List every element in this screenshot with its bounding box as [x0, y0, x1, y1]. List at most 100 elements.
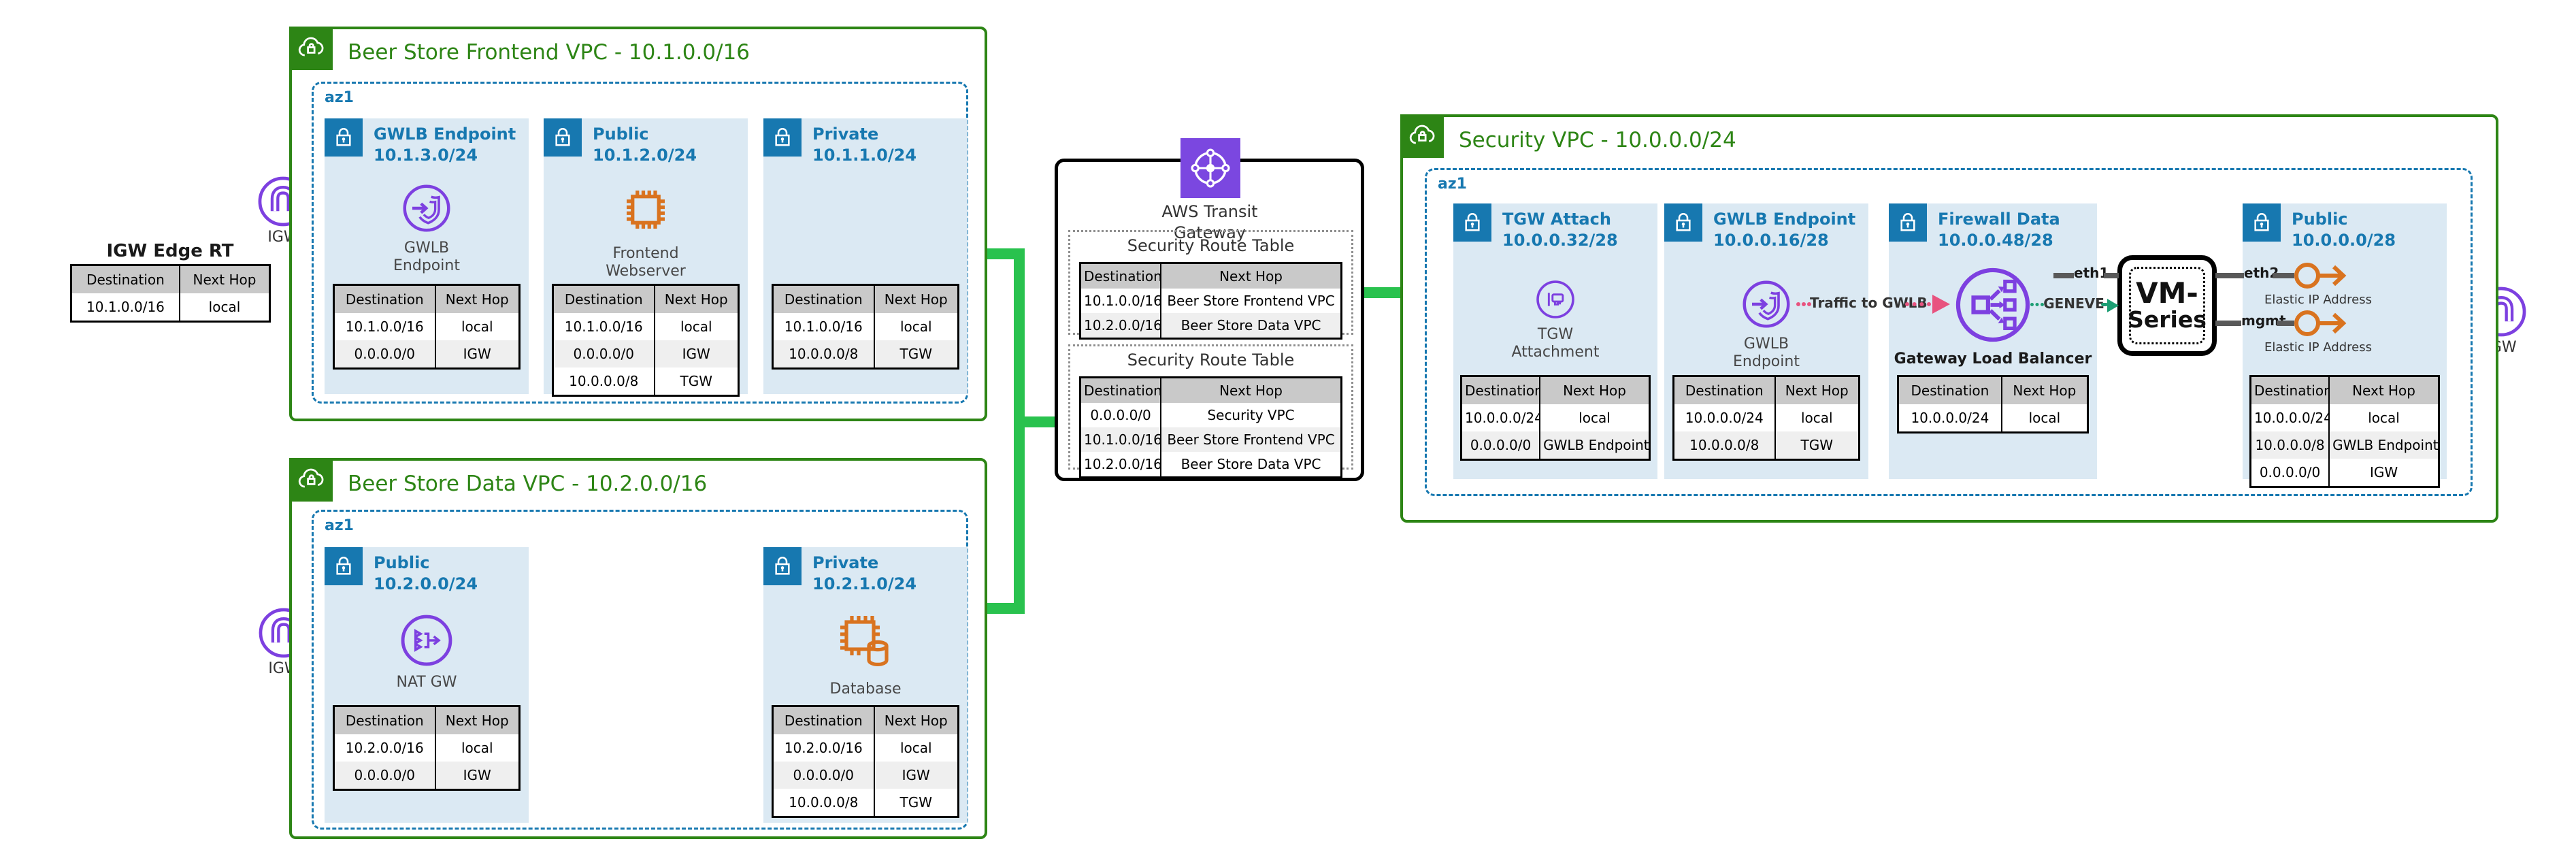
subnet-title: Private 10.2.1.0/24 — [812, 553, 917, 595]
route-col-destination: Destination — [1899, 377, 2002, 404]
route-col-nexthop: Next Hop — [664, 291, 728, 308]
elastic-ip-icon — [2294, 310, 2347, 336]
route-table-header: Destination Next Hop — [72, 266, 269, 293]
route-cell: local — [899, 318, 932, 335]
route-cell: local — [1579, 410, 1611, 426]
route-cell: 10.2.0.0/16 — [335, 734, 436, 762]
route-cell: 10.1.0.0/16 — [554, 313, 655, 340]
lock-icon — [2254, 212, 2269, 231]
data-vpc: Beer Store Data VPC - 10.2.0.0/16 az1 Pu… — [289, 458, 987, 839]
subnet-tgw-attach: TGW Attach 10.0.0.32/28 TGW Attachment D… — [1453, 203, 1657, 479]
subnet-title: GWLB Endpoint 10.1.3.0/24 — [374, 124, 516, 166]
vm-series-line2: Series — [2128, 306, 2207, 333]
route-table-header: Destination Next Hop — [335, 286, 518, 313]
elastic-ip-mgmt — [2292, 306, 2349, 343]
route-cell: 10.1.0.0/16 — [774, 313, 875, 340]
route-col-destination: Destination — [335, 286, 436, 313]
cloud-lock-icon — [298, 37, 324, 56]
route-row: 0.0.0.0/0 IGW — [774, 762, 957, 789]
route-cell: 10.1.0.0/16 — [72, 293, 180, 321]
vpc-cloud-icon — [1400, 114, 1444, 158]
lock-icon — [1676, 212, 1691, 231]
geneve-label: GENEVE — [2043, 295, 2104, 312]
route-table-header: Destination Next Hop — [1899, 377, 2087, 404]
route-cell: local — [461, 318, 493, 335]
connector-trunk — [1014, 248, 1025, 614]
route-cell: local — [1800, 410, 1833, 426]
lock-icon — [775, 556, 790, 575]
elastic-ip-eth2 — [2292, 259, 2349, 295]
subnet-cidr: 10.0.0.48/28 — [1938, 231, 2053, 250]
route-row: 10.0.0.0/24 local — [1674, 404, 1858, 431]
resource-label: Frontend Webserver — [606, 245, 686, 280]
route-col-destination: Destination — [2251, 377, 2330, 404]
route-col-destination: Destination — [554, 286, 655, 313]
subnet-name: Public — [593, 125, 649, 144]
subnet-title: Private 10.1.1.0/24 — [812, 124, 917, 166]
route-cell: 0.0.0.0/0 — [774, 762, 875, 789]
tgw-route-table-section-1: Security Route Table Destination Next Ho… — [1068, 230, 1353, 340]
subnet-lock-icon — [1889, 203, 1927, 242]
mgmt-line-left — [2215, 321, 2241, 326]
route-col-nexthop: Next Hop — [2352, 382, 2415, 399]
route-cell: IGW — [902, 767, 930, 783]
subnet-data-private: Private 10.2.1.0/24 Database Destination… — [763, 547, 968, 823]
route-col-destination: Destination — [335, 707, 436, 734]
nat-gateway-icon — [401, 615, 452, 666]
traffic-to-gwlb-label: Traffic to GWLB — [1810, 295, 1928, 311]
tgw-attachment-icon — [1536, 280, 1574, 318]
resource-nat-gw: NAT GW — [325, 614, 529, 691]
route-cell: 0.0.0.0/0 — [335, 340, 436, 367]
route-col-nexthop: Next Hop — [884, 291, 948, 308]
resource-gwlb-endpoint: GWLB Endpoint — [325, 184, 529, 276]
subnet-frontend-private: Private 10.1.1.0/24 Destination Next Hop… — [763, 118, 968, 394]
route-cell: 10.0.0.0/24 — [1462, 404, 1541, 431]
subnet-cidr: 10.1.2.0/24 — [593, 146, 697, 165]
route-cell: 0.0.0.0/0 — [554, 340, 655, 367]
route-cell: 0.0.0.0/0 — [1462, 431, 1541, 459]
tgw-route-table-title: Security Route Table — [1127, 350, 1295, 370]
subnet-title: Public 10.0.0.0/28 — [2292, 209, 2396, 251]
route-table-header: Destination Next Hop — [774, 286, 957, 313]
subnet-frontend-gwlb-endpoint: GWLB Endpoint 10.1.3.0/24 GWLB Endpoint … — [325, 118, 529, 394]
database-instance-icon — [840, 616, 889, 667]
lock-icon — [775, 127, 790, 146]
route-cell: 0.0.0.0/0 — [2251, 459, 2330, 486]
route-col-nexthop: Next Hop — [193, 272, 257, 288]
vpc-title: Security VPC - 10.0.0.0/24 — [1459, 128, 1736, 152]
route-col-nexthop: Next Hop — [1563, 382, 1626, 399]
route-col-destination: Destination — [774, 707, 875, 734]
tgw-route-table-section-2: Security Route Table Destination Next Ho… — [1068, 344, 1353, 478]
vpc-cloud-icon — [289, 458, 333, 502]
subnet-cidr: 10.0.0.16/28 — [1713, 231, 1829, 250]
route-cell: 10.0.0.0/8 — [2251, 431, 2330, 459]
route-col-nexthop: Next Hop — [445, 713, 509, 729]
route-col-destination: Destination — [1081, 378, 1162, 403]
subnet-name: GWLB Endpoint — [1713, 210, 1856, 229]
route-cell: IGW — [2369, 464, 2398, 480]
route-cell: TGW — [899, 346, 933, 362]
route-cell: 10.2.0.0/16 — [774, 734, 875, 762]
route-cell: Beer Store Frontend VPC — [1167, 293, 1335, 309]
route-row: 0.0.0.0/0 IGW — [2251, 459, 2438, 486]
route-table-header: Destination Next Hop — [1081, 264, 1340, 289]
tgw-label: AWS Transit Gateway — [1161, 202, 1258, 243]
route-cell: 10.0.0.0/24 — [1674, 404, 1776, 431]
resource-label: NAT GW — [396, 674, 457, 691]
resource-label: TGW Attachment — [1511, 326, 1600, 361]
subnet-name: TGW Attach — [1502, 210, 1611, 229]
route-col-destination: Destination — [774, 286, 875, 313]
